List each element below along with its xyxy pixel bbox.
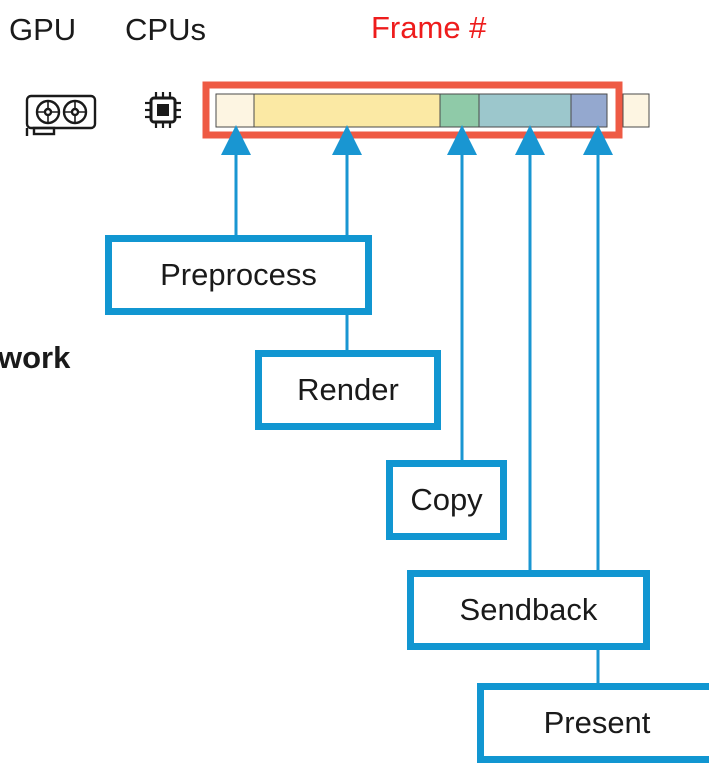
- gpu-label: GPU: [9, 12, 77, 47]
- timeline-bar: [215, 93, 650, 128]
- stage-box-present: Present: [477, 683, 709, 763]
- segment-next-frame: [622, 93, 650, 128]
- segment-preprocess: [215, 93, 255, 128]
- segment-sendback: [478, 93, 572, 128]
- segment-copy: [439, 93, 480, 128]
- frame-highlight: [202, 81, 623, 139]
- segment-present: [570, 93, 608, 128]
- side-text: work: [0, 340, 71, 375]
- segment-render: [253, 93, 441, 128]
- stage-box-sendback: Sendback: [407, 570, 650, 650]
- stage-box-preprocess: Preprocess: [105, 235, 372, 315]
- stage-box-copy: Copy: [386, 460, 507, 540]
- cpu-label: CPUs: [125, 12, 206, 47]
- frame-number-label: Frame #: [371, 10, 487, 45]
- stage-box-render: Render: [255, 350, 441, 430]
- graphics-card-icon: [25, 94, 97, 136]
- cpu-chip-icon: [145, 92, 181, 128]
